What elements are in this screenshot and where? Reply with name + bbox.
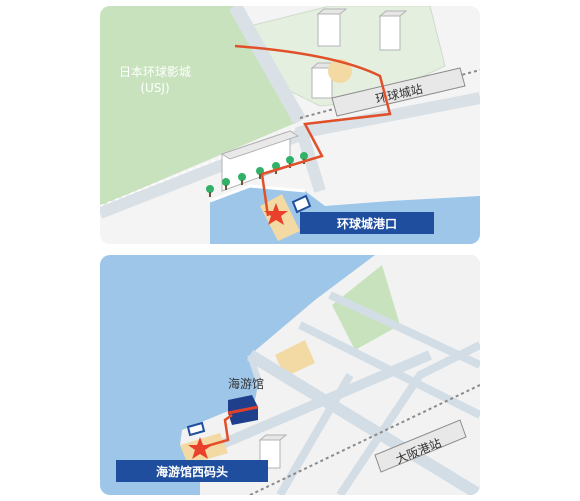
sand-area-1 <box>275 340 315 377</box>
walking-route <box>199 413 233 450</box>
usj-park-area <box>100 6 300 206</box>
pier-label-box <box>116 460 268 482</box>
buildings-cluster <box>310 8 408 99</box>
map-universal-city: 环球城站 日本环球影城 (USJ) 环球城港口 <box>100 6 480 244</box>
aquarium-building-icon <box>227 395 259 425</box>
road-diagonal <box>228 6 307 125</box>
pier-label: 环球城港口 <box>337 216 397 231</box>
rail-line-right <box>299 69 480 119</box>
plaza-circle <box>328 59 352 83</box>
aquarium-label: 海游馆 <box>228 376 264 391</box>
map-kaiyukan: 大阪港站 海游馆 海游馆西码头 <box>100 255 480 495</box>
destination-star-icon <box>188 437 212 459</box>
boat-icon <box>186 421 206 437</box>
pier-label: 海游馆西码头 <box>156 464 228 479</box>
boat-icon <box>291 194 312 214</box>
park-name: 日本环球影城 <box>119 65 191 79</box>
station-bar <box>331 67 466 117</box>
shoreline <box>209 184 306 203</box>
pier-label-box <box>300 212 434 234</box>
road-network <box>218 291 480 495</box>
rail-line <box>249 384 480 495</box>
walking-route <box>234 44 392 217</box>
park-abbr: (USJ) <box>140 81 169 95</box>
map-universal-city-svg: 环球城站 日本环球影城 (USJ) 环球城港口 <box>100 6 480 244</box>
station-bar <box>374 419 467 473</box>
map-kaiyukan-svg: 大阪港站 海游馆 海游馆西码头 <box>100 255 480 495</box>
destination-star-icon <box>264 203 288 225</box>
